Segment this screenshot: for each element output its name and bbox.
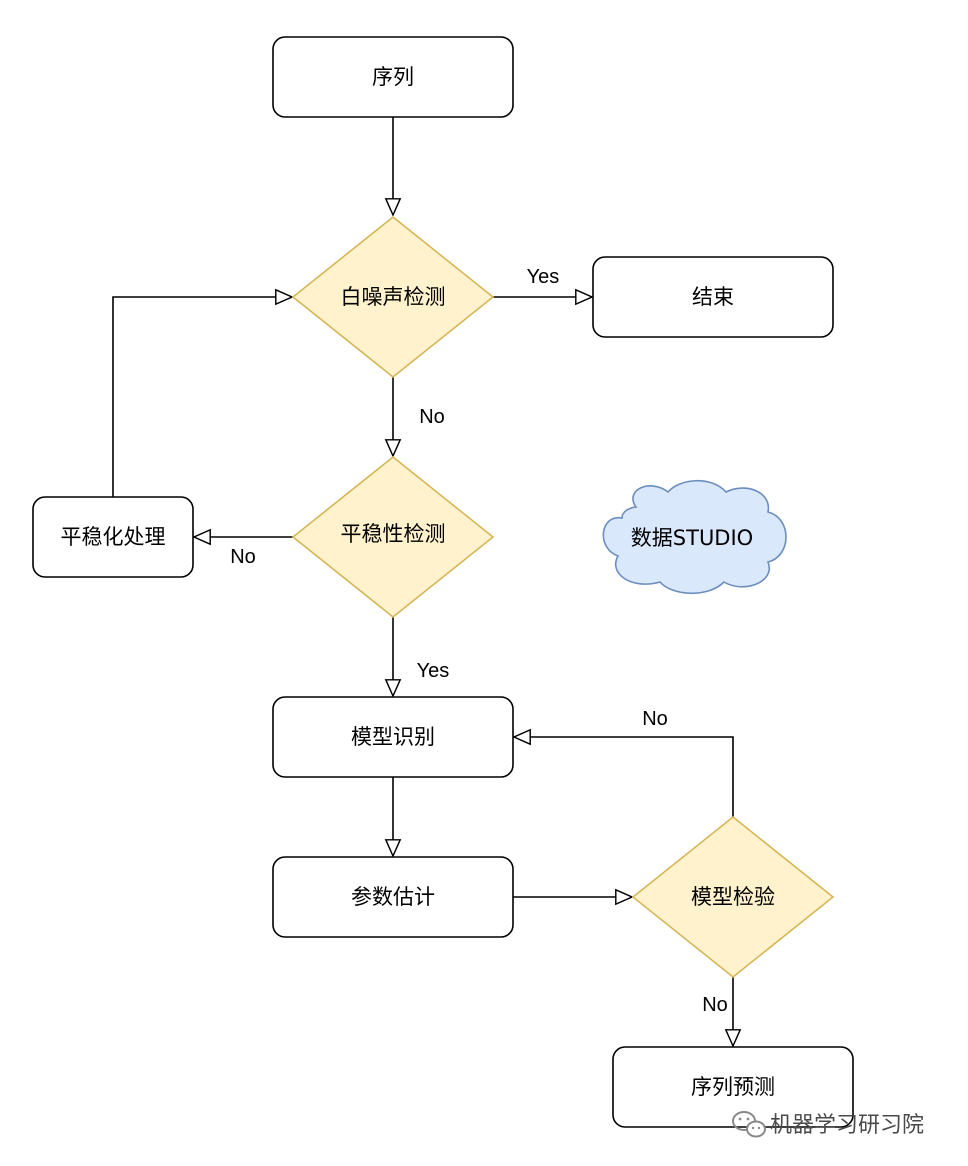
watermark-text: 机器学习研习院	[770, 1113, 924, 1138]
node-stationarize: 平稳化处理	[32, 496, 194, 578]
decision-white-noise: 白噪声检测	[291, 215, 495, 379]
decision-model-check: 模型检验	[631, 815, 835, 979]
node-model-identification: 模型识别	[272, 696, 514, 778]
label-model-check-pass: No	[702, 994, 728, 1016]
cloud-label: 数据STUDIO	[631, 526, 753, 550]
node-parameter-estimation-label: 参数估计	[351, 885, 435, 909]
label-white-noise-yes: Yes	[527, 266, 560, 288]
label-model-check-fail: No	[642, 708, 668, 730]
edges	[112, 117, 734, 1046]
node-sequence-label: 序列	[372, 65, 414, 89]
decision-white-noise-label: 白噪声检测	[341, 285, 446, 309]
node-parameter-estimation: 参数估计	[272, 856, 514, 938]
edge-stationarize-to-whitenoise	[112, 297, 292, 497]
decision-stationarity: 平稳性检测	[291, 455, 495, 619]
label-white-noise-no: No	[419, 406, 445, 428]
node-sequence-forecast-label: 序列预测	[691, 1075, 775, 1099]
node-sequence: 序列	[272, 36, 514, 118]
node-end-label: 结束	[692, 285, 734, 309]
label-stationarity-yes: Yes	[417, 660, 450, 682]
node-model-identification-label: 模型识别	[351, 725, 435, 749]
watermark: 机器学习研习院	[732, 1111, 924, 1138]
cloud-shape: 数据STUDIO	[602, 480, 787, 594]
edge-modelcheck-to-identification	[514, 737, 734, 817]
wechat-icon	[732, 1111, 766, 1138]
node-end: 结束	[592, 256, 834, 338]
node-sequence-forecast: 序列预测	[612, 1046, 854, 1128]
decision-model-check-label: 模型检验	[691, 885, 775, 909]
decision-stationarity-label: 平稳性检测	[341, 522, 446, 546]
label-stationarity-no: No	[230, 546, 256, 568]
node-stationarize-label: 平稳化处理	[61, 525, 166, 549]
